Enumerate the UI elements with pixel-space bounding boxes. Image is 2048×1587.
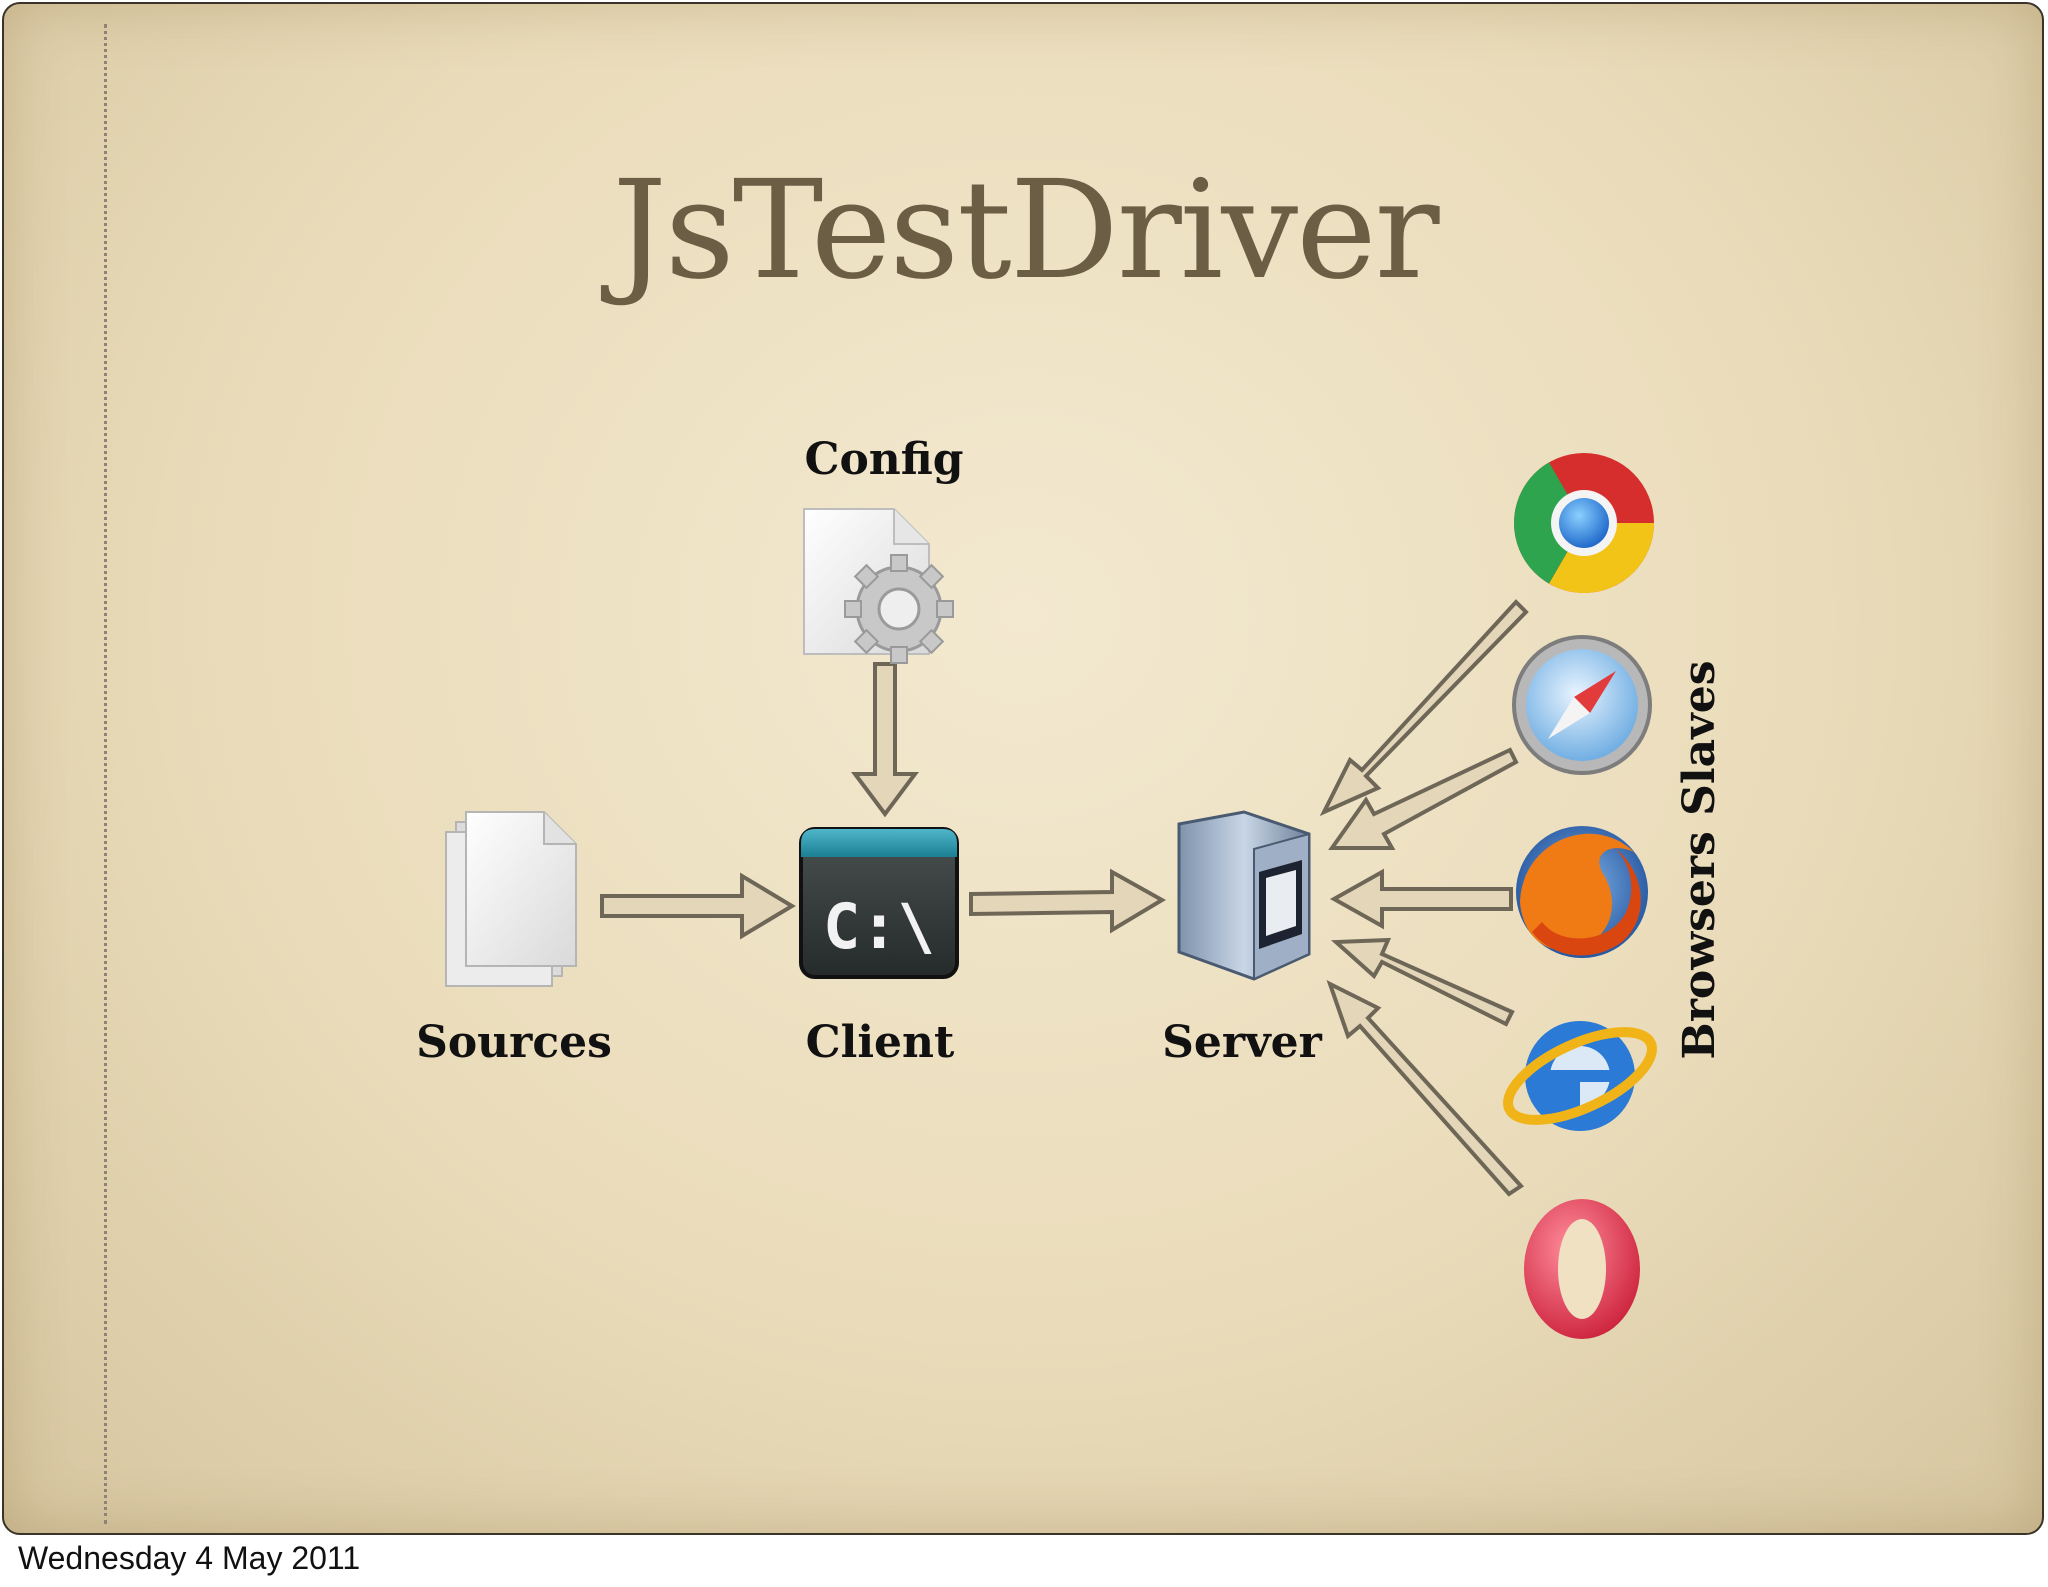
slide-title: JsTestDriver (612, 152, 1439, 310)
client-terminal-icon: C:\ (799, 827, 959, 979)
firefox-icon (1516, 826, 1648, 958)
safari-icon (1512, 635, 1652, 775)
opera-icon (1524, 1199, 1640, 1339)
architecture-diagram: C:\ (445, 453, 1725, 1339)
chrome-icon (1514, 453, 1654, 593)
client-label: Client (805, 1017, 955, 1068)
margin-dotted-line (104, 24, 107, 1524)
config-label: Config (804, 434, 964, 485)
arrow-config-to-client (851, 662, 919, 818)
slide: JsTestDriver (2, 2, 2044, 1535)
sources-label: Sources (416, 1017, 612, 1068)
client-prompt-text: C:\ (823, 890, 935, 963)
config-file-icon (803, 508, 954, 664)
internet-explorer-icon (1503, 1021, 1657, 1131)
footer-date: Wednesday 4 May 2011 (18, 1540, 361, 1576)
sources-files-icon (445, 811, 577, 987)
arrows-browsers-to-server (1319, 599, 1529, 1197)
arrow-client-to-server (969, 868, 1166, 934)
server-label: Server (1162, 1017, 1322, 1068)
gear-icon (844, 554, 954, 664)
arrow-sources-to-client (600, 872, 796, 940)
server-icon (1177, 810, 1311, 981)
browsers-slaves-label: Browsers Slaves (1674, 661, 1725, 1060)
